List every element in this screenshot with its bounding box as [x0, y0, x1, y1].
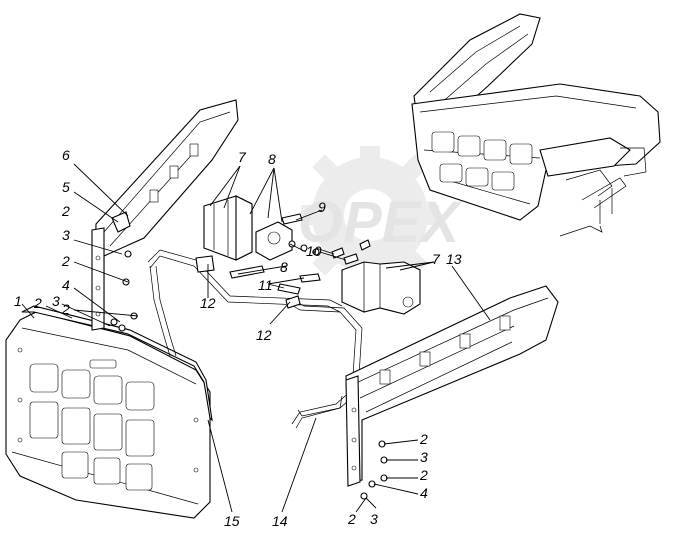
callout-12: 12: [256, 327, 272, 343]
part-14-pipe: [297, 395, 343, 417]
callout-3: 3: [52, 293, 60, 309]
callout-8: 8: [280, 259, 288, 275]
right-bolts: [360, 440, 388, 500]
callout-12: 12: [200, 295, 216, 311]
callout-7: 7: [432, 251, 441, 267]
callout-6: 6: [62, 147, 70, 163]
callout-4: 4: [420, 485, 428, 501]
fasteners: [229, 213, 371, 295]
part-6-left-bracket: [91, 99, 239, 331]
callout-2: 2: [33, 295, 42, 311]
callout-9: 9: [318, 199, 326, 215]
part-15-seal-strip: [21, 305, 213, 422]
callout-1: 1: [14, 293, 22, 309]
callout-8: 8: [268, 151, 276, 167]
assembled-view: [411, 13, 661, 237]
left-bolts: [110, 250, 138, 332]
callout-2: 2: [419, 467, 428, 483]
callout-labels: 1 2 3 2 4 2 3 2 5 6 7 8 9 10 8 11 12 12 …: [14, 147, 462, 529]
part-12-pipe-lower: [285, 295, 363, 429]
callout-10: 10: [306, 243, 322, 259]
part-5-bracket: [111, 211, 131, 233]
callout-15: 15: [224, 513, 240, 529]
callout-7: 7: [238, 149, 247, 165]
leader-lines: [21, 163, 491, 513]
callout-2: 2: [419, 431, 428, 447]
callout-5: 5: [62, 179, 70, 195]
callout-3: 3: [420, 449, 428, 465]
part-7-bracket-left: [203, 195, 253, 261]
part-8-spacer-upper: [255, 221, 293, 261]
watermark-text: OPEX: [298, 190, 462, 255]
callout-3: 3: [62, 227, 70, 243]
callout-2: 2: [61, 203, 70, 219]
callout-11: 11: [258, 277, 273, 293]
callout-3: 3: [370, 511, 378, 527]
callout-2: 2: [61, 253, 70, 269]
callout-2: 2: [347, 511, 356, 527]
part-7-bracket-right: [341, 261, 421, 315]
callout-4: 4: [62, 277, 70, 293]
part-13-right-bracket: [345, 285, 559, 487]
callout-14: 14: [272, 513, 288, 529]
callout-13: 13: [446, 251, 462, 267]
part-1-front-panel: [5, 311, 211, 519]
callout-2: 2: [61, 301, 70, 317]
part-12-pipe-upper: [147, 249, 343, 357]
